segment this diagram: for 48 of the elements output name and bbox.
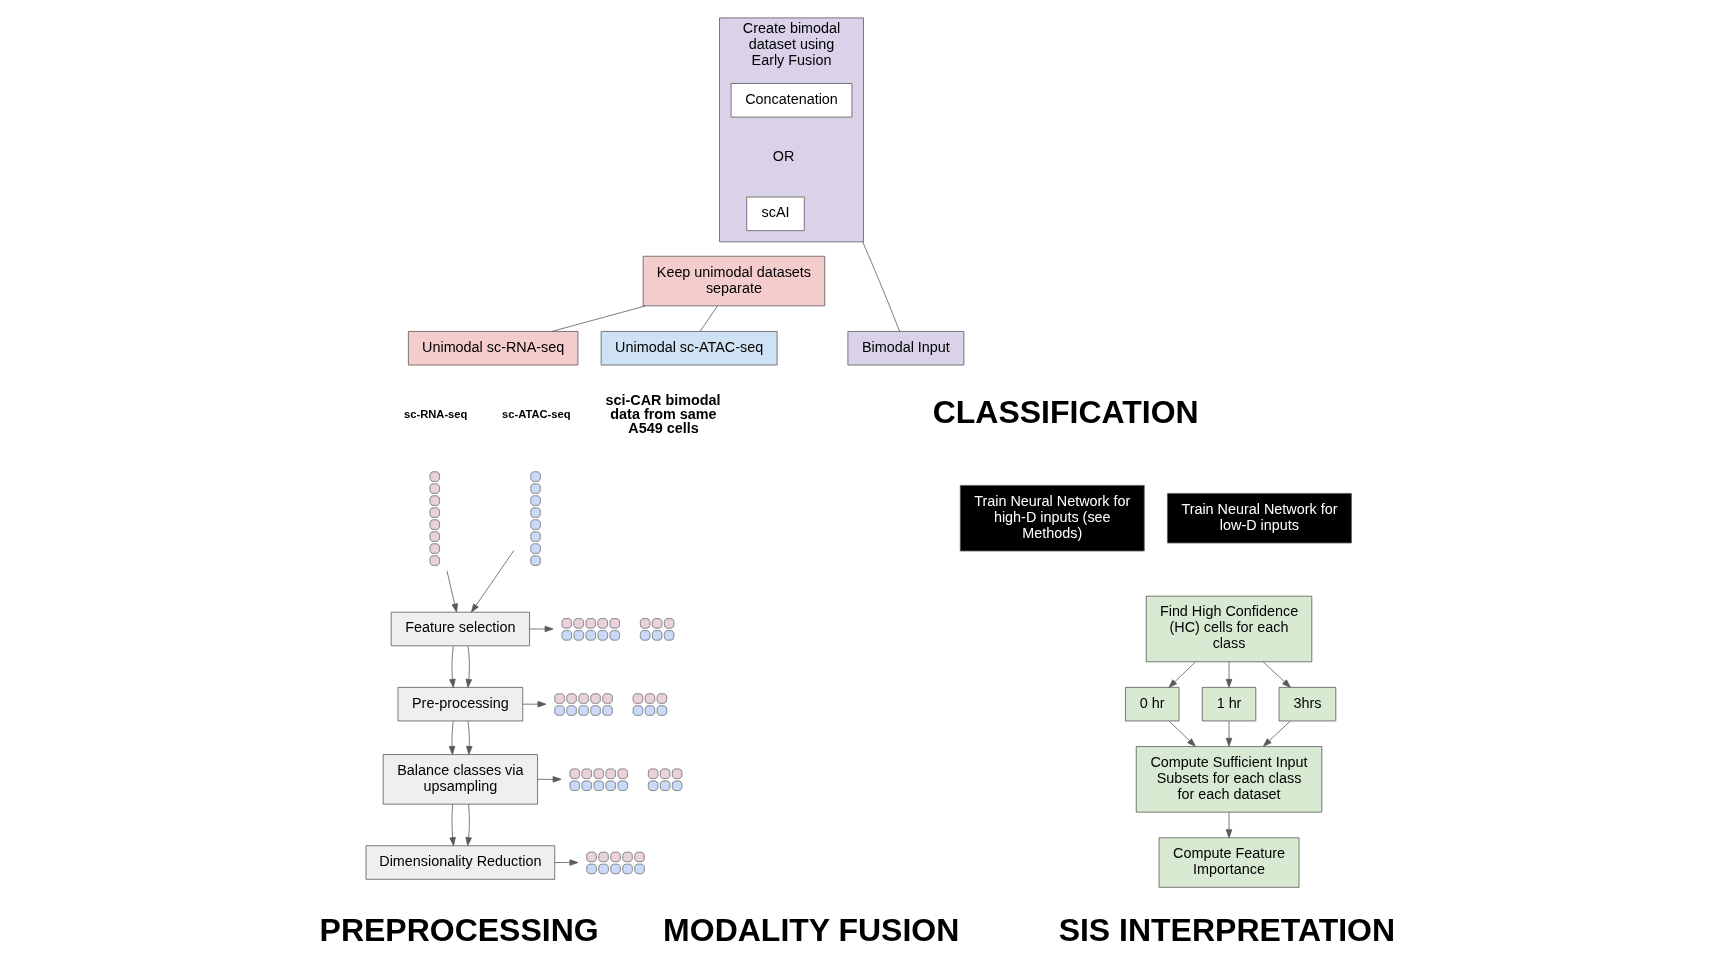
node-box: Unimodal sc-RNA-seq: [407, 331, 578, 366]
arrow: [1225, 661, 1232, 688]
label: sci-CAR bimodal data from same A549 cells: [605, 391, 721, 437]
node-box: Train Neural Network for low-D inputs: [1166, 493, 1352, 544]
node-box: Train Neural Network for high-D inputs (see Methods): [959, 485, 1145, 552]
label: PREPROCESSING: [319, 911, 599, 948]
node-box: 0 hr: [1124, 686, 1179, 722]
node-box: Unimodal sc-ATAC-seq: [600, 331, 777, 366]
node-box: Concatenation: [730, 83, 852, 118]
arrow: [448, 803, 456, 846]
arrow: [536, 776, 561, 783]
node-box: Dimensionality Reduction: [365, 845, 555, 880]
arrow: [528, 625, 553, 633]
arrow: [1168, 720, 1196, 747]
node-box: 3hrs: [1278, 686, 1336, 722]
arrow: [448, 720, 455, 755]
node-box: Compute Sufficient Input Subsets for each class for each dataset: [1135, 746, 1322, 813]
label: SIS INTERPRETATION: [1058, 911, 1395, 948]
node-box: 1 hr: [1201, 686, 1256, 722]
node-box: Find High Confidence (HC) cells for each class: [1145, 595, 1312, 663]
connector: [861, 241, 900, 332]
arrow: [465, 720, 472, 755]
connector: [551, 305, 646, 332]
node-box: Feature selection: [390, 611, 530, 647]
node-box: Keep unimodal datasets separate: [642, 255, 825, 307]
arrow: [1262, 720, 1290, 747]
node-box: scAI: [745, 196, 805, 232]
label: sc-ATAC-seq: [501, 407, 571, 420]
label: OR: [772, 147, 794, 164]
node-box: Bimodal Input: [847, 331, 964, 366]
arrow: [1225, 720, 1232, 747]
label: MODALITY FUSION: [662, 911, 959, 948]
label: CLASSIFICATION: [932, 393, 1199, 430]
label: sc-RNA-seq: [403, 407, 467, 420]
node-box: Balance classes via upsampling: [382, 754, 538, 805]
arrow: [448, 645, 456, 688]
node-box: Compute Feature Importance: [1158, 837, 1299, 888]
arrow: [554, 859, 578, 866]
arrow: [446, 570, 458, 613]
node-box: Pre-processing: [397, 686, 523, 722]
arrow: [470, 550, 514, 613]
arrow: [465, 803, 472, 846]
arrow: [1225, 811, 1232, 839]
arrow: [522, 700, 546, 708]
arrow: [1262, 661, 1291, 688]
arrow: [465, 645, 472, 688]
connector: [699, 305, 718, 332]
arrow: [1168, 661, 1196, 688]
